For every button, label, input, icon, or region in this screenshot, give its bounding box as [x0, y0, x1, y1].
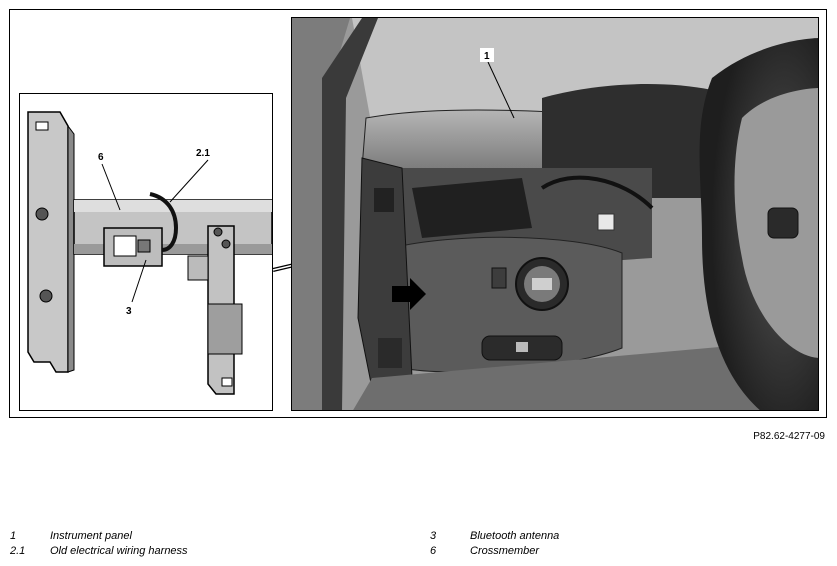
- dashboard-photo: 1: [291, 17, 819, 411]
- wiring-harness: [149, 192, 179, 252]
- legend-number: 6: [430, 545, 437, 557]
- legend-right: 3 Bluetooth antenna 6 Crossmember: [430, 529, 559, 559]
- tube-highlight: [74, 200, 272, 212]
- callout-2-1: 2.1: [196, 148, 210, 159]
- legend-number: 3: [430, 530, 437, 542]
- bracket-edge: [67, 124, 75, 373]
- bolt: [39, 289, 53, 303]
- legend-left: 1 Instrument panel 2.1 Old electrical wi…: [10, 529, 188, 559]
- callout-1: 1: [484, 51, 490, 62]
- callout-line-3: [131, 259, 147, 303]
- crossmember-illustration: 6 2.1 3: [27, 111, 272, 395]
- figure-reference: P82.62-4277-09: [753, 431, 825, 442]
- legend-text: Instrument panel: [50, 530, 132, 542]
- legend-number: 2.1: [10, 545, 26, 557]
- callout-line-1: [487, 61, 515, 119]
- callout-3: 3: [126, 306, 132, 317]
- legend-item: 1 Instrument panel: [10, 529, 188, 544]
- mounting-bracket: [27, 111, 69, 373]
- bolt: [221, 239, 231, 249]
- bracket-slot: [35, 121, 49, 131]
- crossmember-detail-inset: 6 2.1 3: [19, 93, 273, 411]
- legend-item: 3 Bluetooth antenna: [430, 529, 559, 544]
- clamp-body: [207, 303, 243, 355]
- legend-item: 2.1 Old electrical wiring harness: [10, 544, 188, 559]
- arrow-icon: [392, 278, 426, 310]
- antenna-connector: [137, 239, 151, 253]
- legend-text: Crossmember: [470, 545, 540, 557]
- antenna-label: [113, 235, 137, 257]
- callout-line-2-1: [169, 159, 209, 203]
- legend-item: 6 Crossmember: [430, 544, 559, 559]
- callout-6: 6: [98, 152, 104, 163]
- bolt: [213, 227, 223, 237]
- callout-line-6: [101, 163, 121, 211]
- bolt: [35, 207, 49, 221]
- dashboard-illustration: 1: [292, 18, 818, 410]
- clip: [187, 255, 209, 281]
- legend-number: 1: [10, 530, 17, 542]
- legend-text: Old electrical wiring harness: [50, 545, 188, 557]
- legend-text: Bluetooth antenna: [470, 530, 560, 542]
- bracket-slot: [221, 377, 233, 387]
